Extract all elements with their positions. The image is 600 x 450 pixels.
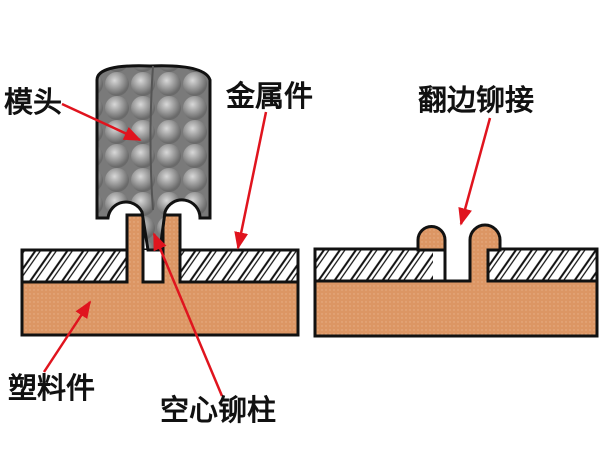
arrow-plastic-part bbox=[42, 300, 92, 373]
arrow-metal-part bbox=[234, 111, 268, 250]
label-plastic-part: 塑料件 bbox=[8, 371, 95, 405]
arrow-die-head bbox=[61, 102, 142, 142]
left-assembly bbox=[20, 64, 300, 337]
die-head bbox=[95, 64, 212, 252]
arrow-hollow-rivet-post bbox=[152, 232, 224, 397]
label-hollow-rivet-post: 空心铆柱 bbox=[160, 393, 276, 427]
label-die-head: 模头 bbox=[4, 85, 62, 119]
right-assembly bbox=[313, 223, 599, 338]
hole-gap bbox=[143, 250, 163, 282]
arrow-flange-riveting bbox=[458, 117, 492, 226]
label-metal-part: 金属件 bbox=[225, 79, 313, 113]
label-flange-riveting: 翻边铆接 bbox=[418, 83, 534, 117]
